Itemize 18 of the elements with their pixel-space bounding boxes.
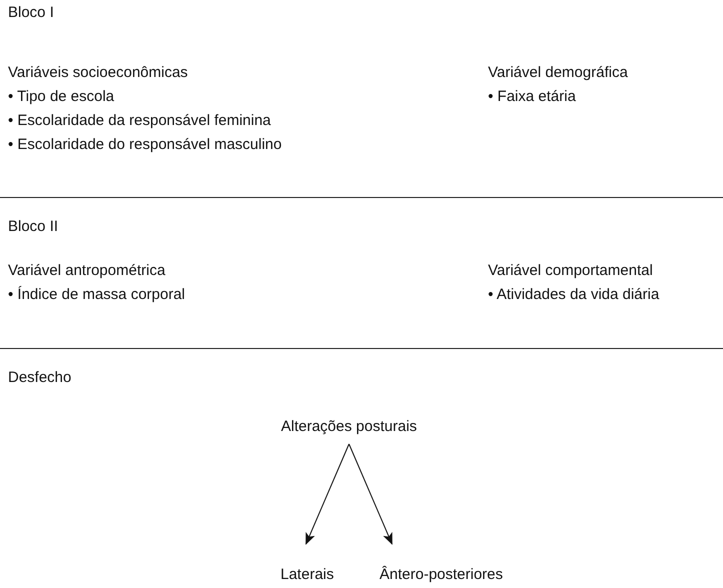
group-heading: Variáveis socioeconômicas bbox=[8, 64, 188, 82]
category-label: Ântero-posteriores bbox=[380, 566, 503, 584]
group-heading: Variável demográfica bbox=[488, 64, 628, 82]
list-item: • Escolaridade do responsável masculino bbox=[8, 136, 282, 154]
category-label: Laterais bbox=[280, 566, 334, 584]
list-item: • Atividades da vida diária bbox=[488, 286, 660, 304]
list-item: • Índice de massa corporal bbox=[8, 286, 186, 304]
group-heading: Variável antropométrica bbox=[8, 262, 166, 280]
arrow bbox=[348, 444, 392, 545]
arrow bbox=[306, 444, 350, 545]
list-item: • Escolaridade da responsável feminina bbox=[8, 112, 271, 130]
section-heading: Desfecho bbox=[8, 369, 72, 387]
list-item: • Faixa etária bbox=[488, 88, 576, 106]
section-heading: Bloco I bbox=[8, 4, 54, 22]
section-heading: Bloco II bbox=[8, 218, 58, 236]
group-heading: Variável comportamental bbox=[488, 262, 653, 280]
outcome-label: Alterações posturais bbox=[281, 418, 417, 436]
list-item: • Tipo de escola bbox=[8, 88, 114, 106]
